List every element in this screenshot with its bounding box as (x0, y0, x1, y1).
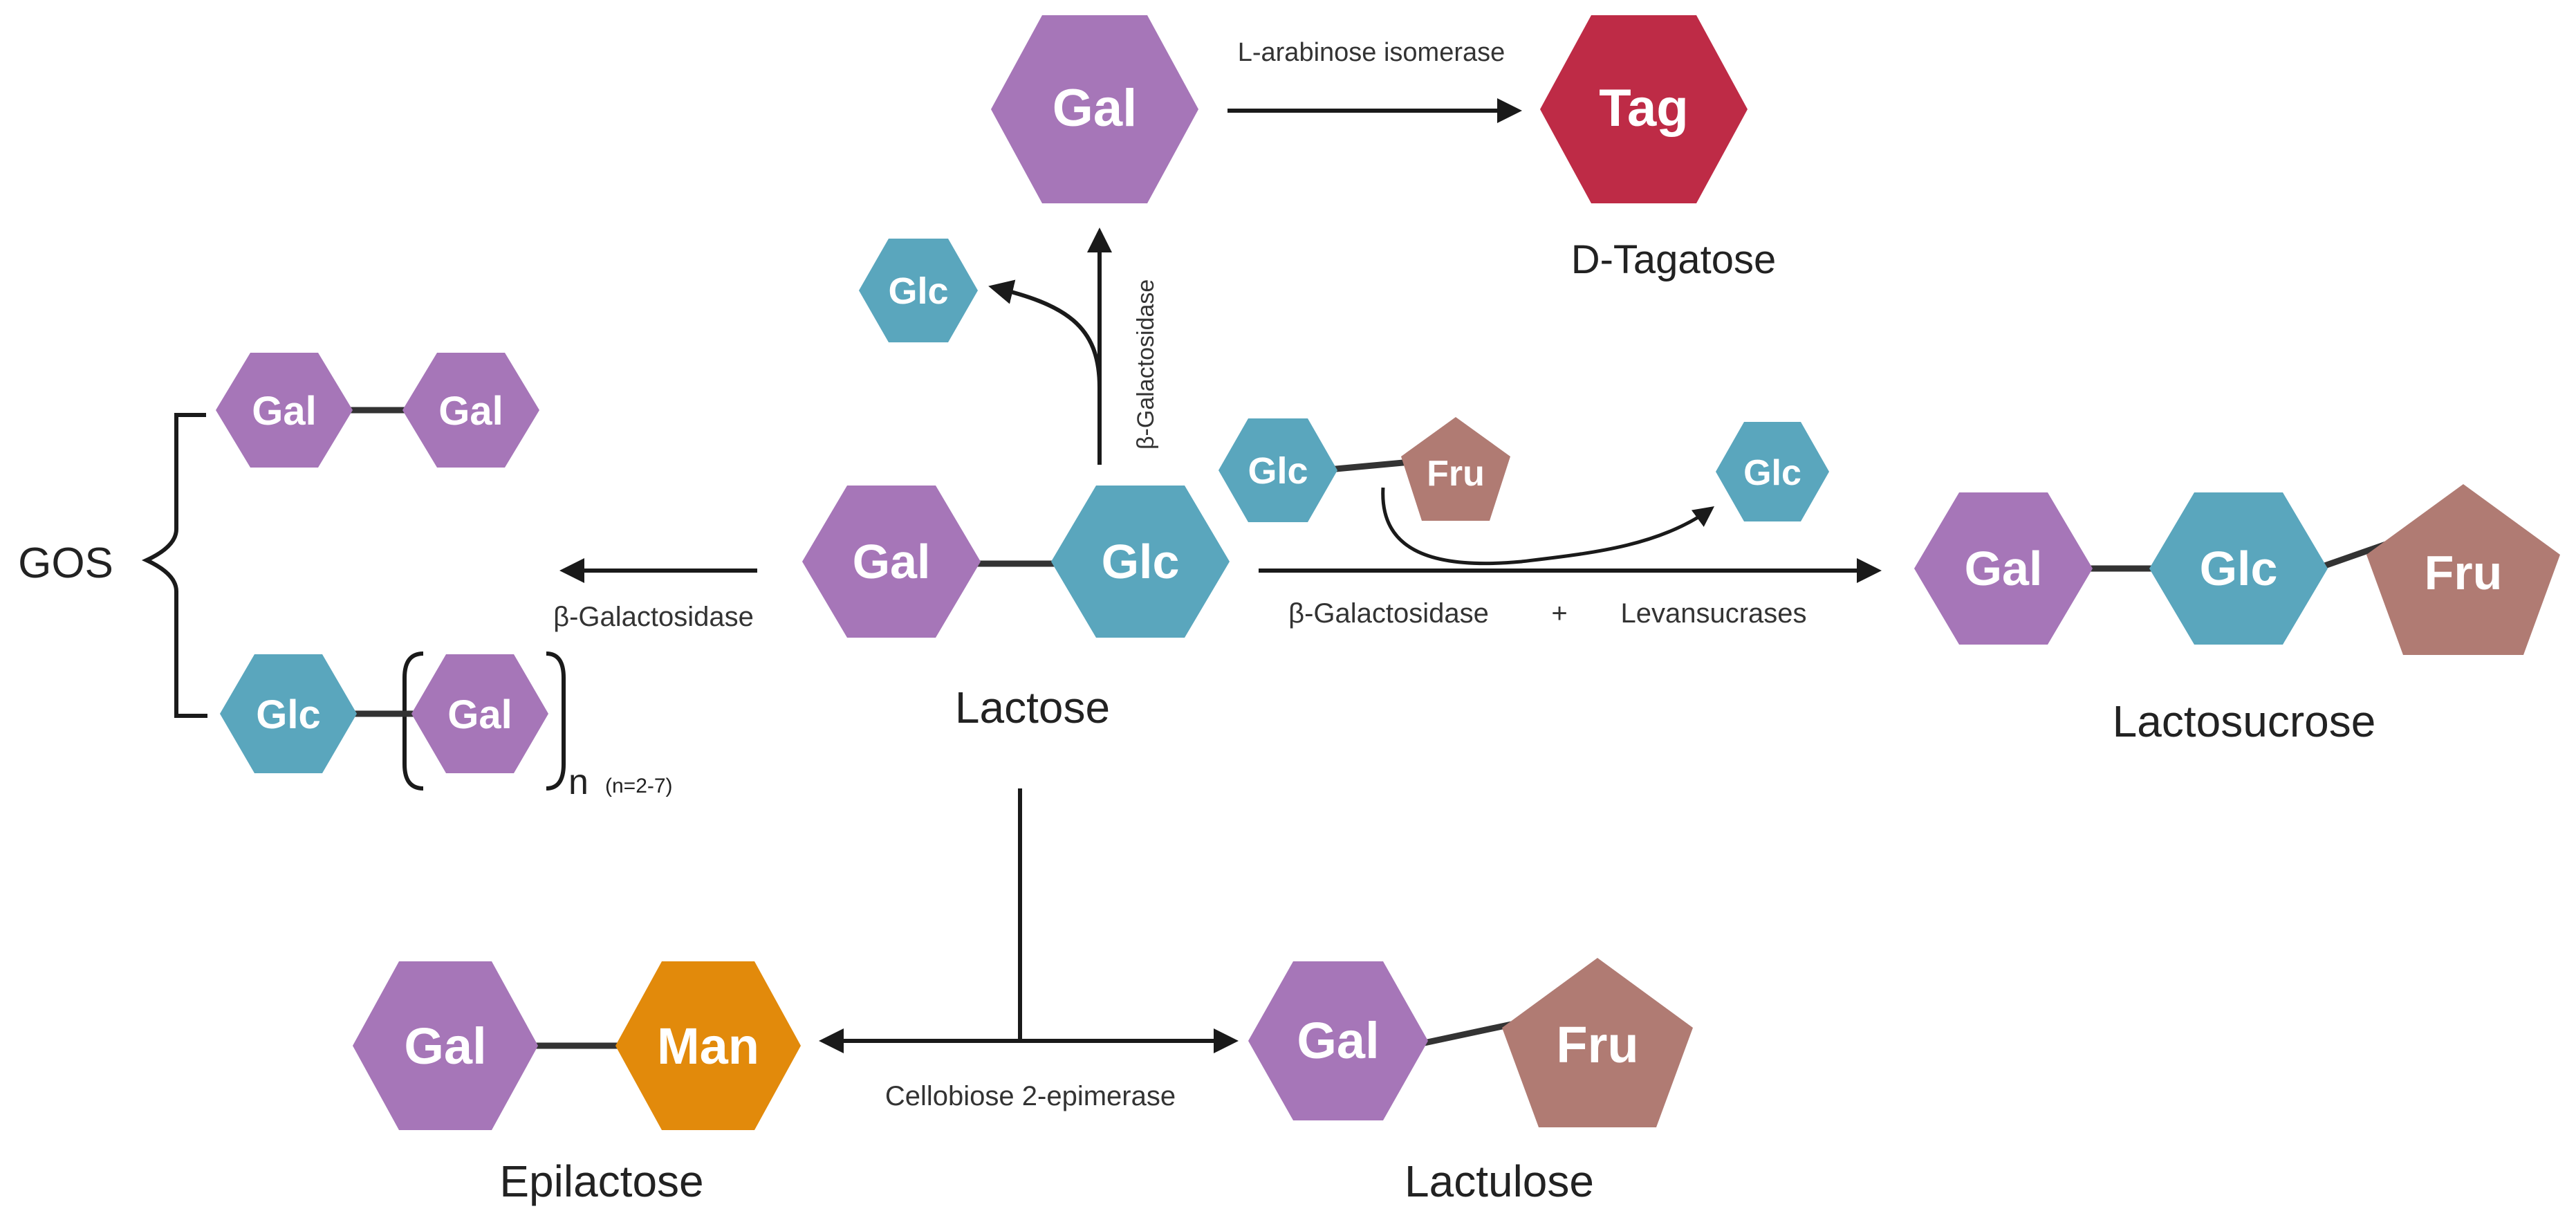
glc-label: Glc (1743, 453, 1801, 493)
lactosucrose-gal-unit: Gal (1914, 492, 2093, 645)
sucrose-glc-unit: Glc (1218, 418, 1337, 522)
glc-hexagon (1218, 418, 1337, 522)
lactosucrose-fru-unit: Fru (2366, 484, 2560, 655)
lactulose-fru-unit: Fru (1502, 958, 1693, 1127)
gal-label: Gal (853, 535, 931, 589)
gal-label: Gal (1053, 79, 1138, 138)
lactulose-label: Lactulose (1405, 1156, 1594, 1206)
plus-label: + (1551, 598, 1567, 629)
glc-hexagon (1051, 486, 1230, 638)
gos-bottom-glc: Glc (220, 654, 357, 773)
gal-hexagon (216, 353, 353, 468)
lactose-glc-unit: Glc (1051, 486, 1230, 638)
lactosucrose-label: Lactosucrose (2113, 696, 2376, 746)
arrow-sucrose-release-glc (1381, 487, 1715, 566)
levansucrases-label: Levansucrases (1620, 598, 1806, 629)
glc-hexagon (2149, 492, 2328, 645)
repeat-range-label: (n=2-7) (605, 775, 673, 797)
man-hexagon (615, 961, 801, 1130)
galactosidase-right-label: β-Galactosidase (1288, 598, 1489, 629)
released-glc-right: Glc (1716, 422, 1829, 521)
glc-label: Glc (2200, 542, 2278, 595)
galactosidase-vertical-label: β-Galactosidase (1133, 279, 1159, 450)
epilactose-man-unit: Man (615, 961, 801, 1130)
repeat-bracket-right (546, 652, 566, 791)
gal-label: Gal (252, 389, 317, 434)
glc-label: Glc (256, 692, 321, 737)
glc-hexagon (1716, 422, 1829, 521)
epilactose-label: Epilactose (499, 1156, 703, 1206)
glc-label: Glc (888, 270, 948, 312)
tag-label: Tag (1599, 79, 1688, 138)
gal-hexagon (353, 961, 538, 1130)
fru-label: Fru (1427, 454, 1485, 494)
lactulose-gal-unit: Gal (1248, 961, 1428, 1120)
gal-hexagon (1248, 961, 1428, 1120)
fru-pentagon (1502, 958, 1693, 1127)
gal-label: Gal (447, 692, 512, 737)
gal-hexagon (802, 486, 981, 638)
gal-label: Gal (438, 389, 503, 434)
fru-label: Fru (1556, 1016, 1638, 1073)
fru-label: Fru (2425, 546, 2503, 600)
gos-top-gal-1: Gal (216, 353, 353, 468)
tagatose-label: D-Tagatose (1571, 237, 1777, 282)
glc-label: Glc (1102, 535, 1180, 589)
gos-label: GOS (18, 539, 113, 587)
gal-label: Gal (1297, 1012, 1379, 1069)
lactose-gal-unit: Gal (802, 486, 981, 638)
gal-hexagon (402, 353, 539, 468)
glc-hexagon (220, 654, 357, 773)
arrow-branch-to-glc (988, 279, 1102, 388)
gal-unit-top: Gal (991, 15, 1198, 203)
connectors (141, 98, 1882, 1053)
gal-label: Gal (1965, 542, 2043, 595)
tag-unit: Tag (1540, 15, 1748, 203)
gal-hexagon (1914, 492, 2093, 645)
lactosucrose-glc-unit: Glc (2149, 492, 2328, 645)
cellobiose-epimerase-label: Cellobiose 2-epimerase (885, 1081, 1176, 1111)
gal-hexagon (411, 654, 548, 773)
arabinose-isomerase-label: L-arabinose isomerase (1238, 38, 1505, 67)
gos-bottom-gal: Gal (411, 654, 548, 773)
bond-lactulose (1414, 1019, 1525, 1048)
fru-pentagon (1401, 417, 1510, 521)
gos-bracket (141, 413, 207, 718)
man-label: Man (657, 1017, 759, 1075)
gal-label: Gal (404, 1017, 486, 1075)
glc-hexagon (859, 239, 978, 342)
repeat-n-label: n (568, 762, 589, 802)
sucrose-fru-unit: Fru (1401, 417, 1510, 521)
gos-top-gal-2: Gal (402, 353, 539, 468)
lactose-label: Lactose (955, 683, 1110, 732)
galactosidase-gos-label: β-Galactosidase (553, 602, 754, 632)
repeat-bracket-left (402, 652, 424, 791)
tag-hexagon (1540, 15, 1748, 203)
glc-unit-released-top: Glc (859, 239, 978, 342)
glc-label: Glc (1248, 450, 1308, 492)
fru-pentagon (2366, 484, 2560, 655)
epilactose-gal-unit: Gal (353, 961, 538, 1130)
bonds (335, 407, 2403, 1049)
gal-hexagon (991, 15, 1198, 203)
